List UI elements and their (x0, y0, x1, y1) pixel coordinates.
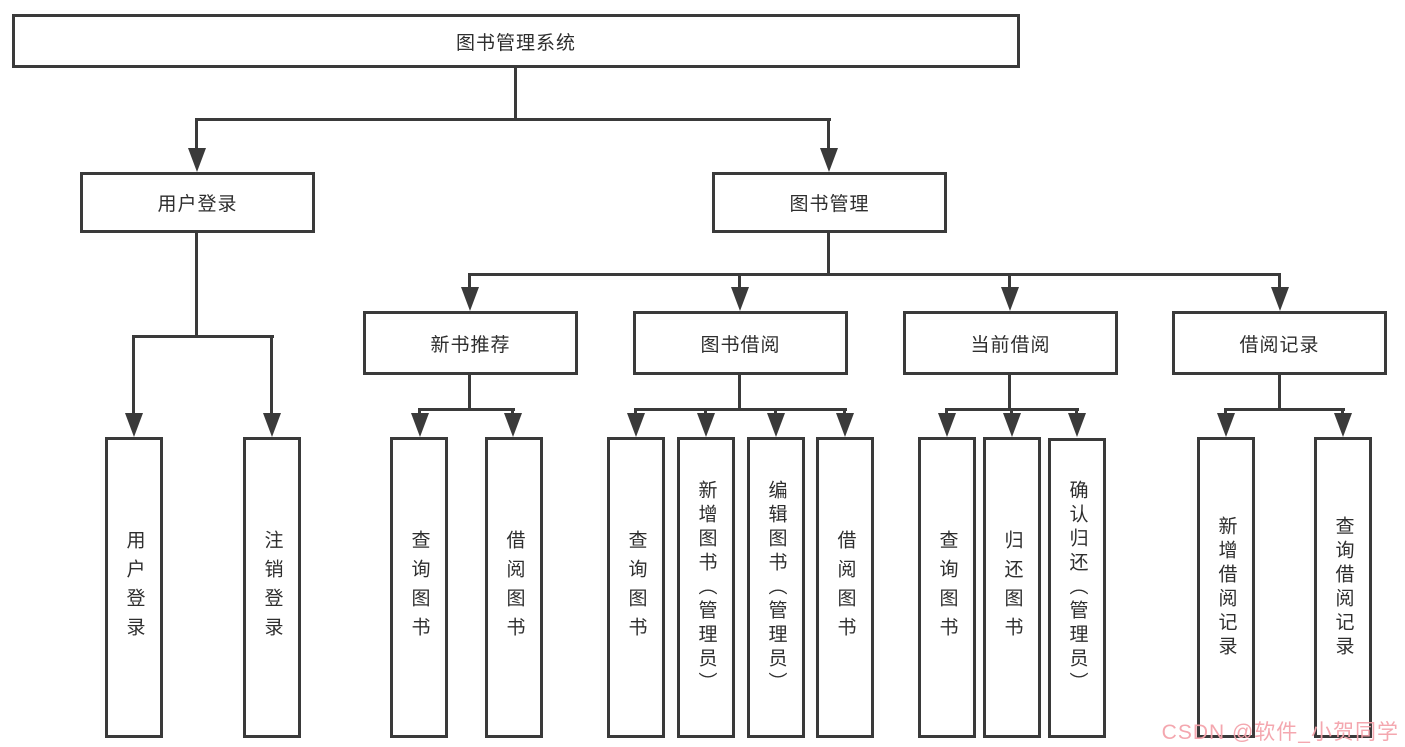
node-label: 图书管理系统 (455, 32, 576, 54)
node-query-books-recommend: 查询图书 (390, 437, 448, 738)
connector-line (1010, 408, 1013, 417)
connector-line (704, 408, 707, 417)
csdn-watermark: CSDN @软件_小贺同学 (1161, 721, 1399, 744)
connector-line (843, 408, 846, 417)
node-label: 图书借阅 (700, 334, 781, 356)
connector-line (418, 408, 515, 411)
arrow-down-icon (767, 413, 785, 437)
connector-line (738, 375, 741, 408)
node-user-login-leaf: 用户登录 (105, 437, 163, 738)
connector-line (468, 273, 1281, 276)
arrow-down-icon (1334, 413, 1352, 437)
arrow-down-icon (697, 413, 715, 437)
node-current-borrowing: 当前借阅 (903, 311, 1118, 375)
node-label: 图书管理 (789, 194, 870, 215)
connector-line (634, 408, 847, 411)
connector-line (418, 408, 421, 417)
node-label: 查询图书 (408, 529, 430, 646)
node-label: 注销登录 (261, 529, 283, 646)
connector-line (195, 118, 198, 152)
node-label: 确认归还（管理员） (1066, 480, 1088, 696)
node-add-borrow-record: 新增借阅记录 (1197, 437, 1255, 738)
connector-line (1008, 375, 1011, 408)
arrow-down-icon (504, 413, 522, 437)
connector-line (270, 335, 273, 417)
arrow-down-icon (731, 287, 749, 311)
node-label: 用户登录 (157, 194, 238, 215)
connector-line (1008, 273, 1011, 292)
node-add-book-admin: 新增图书（管理员） (677, 437, 735, 738)
node-borrow-books-leaf: 借阅图书 (816, 437, 874, 738)
node-label: 编辑图书（管理员） (765, 479, 787, 696)
arrow-down-icon (627, 413, 645, 437)
node-borrowing-records: 借阅记录 (1172, 311, 1387, 375)
node-label: 借阅图书 (503, 529, 525, 646)
node-book-borrowing: 图书借阅 (633, 311, 848, 375)
node-book-management: 图书管理 (712, 172, 947, 233)
node-label: 查询借阅记录 (1332, 515, 1354, 660)
arrow-down-icon (1217, 413, 1235, 437)
connector-line (132, 335, 135, 417)
node-label: 新书推荐 (430, 334, 511, 356)
connector-line (1278, 273, 1281, 292)
node-label: 用户登录 (123, 529, 145, 646)
connector-line (132, 335, 274, 338)
node-user-login: 用户登录 (80, 172, 315, 233)
node-confirm-return-admin: 确认归还（管理员） (1048, 438, 1106, 738)
arrow-down-icon (820, 148, 838, 172)
node-label: 查询图书 (936, 529, 958, 646)
arrow-down-icon (263, 413, 281, 437)
node-query-books-borrow: 查询图书 (607, 437, 665, 738)
arrow-down-icon (125, 413, 143, 437)
node-edit-book-admin: 编辑图书（管理员） (747, 437, 805, 738)
node-label: 当前借阅 (970, 334, 1051, 356)
node-label: 借阅记录 (1239, 334, 1320, 356)
node-label: 查询图书 (625, 529, 647, 646)
node-label: 借阅图书 (834, 529, 856, 646)
connector-line (468, 273, 471, 292)
connector-line (945, 408, 948, 417)
connector-line (195, 118, 831, 121)
connector-line (468, 375, 471, 408)
arrow-down-icon (1068, 413, 1086, 437)
node-borrow-books-recommend: 借阅图书 (485, 437, 543, 738)
arrow-down-icon (1003, 413, 1021, 437)
node-library-management-system: 图书管理系统 (12, 14, 1020, 68)
node-label: 归还图书 (1001, 529, 1023, 646)
arrow-down-icon (461, 287, 479, 311)
connector-line (1341, 408, 1344, 417)
node-label: 新增借阅记录 (1215, 515, 1237, 660)
connector-line (195, 233, 198, 335)
node-query-books-current: 查询图书 (918, 437, 976, 738)
arrow-down-icon (836, 413, 854, 437)
connector-line (738, 273, 741, 292)
arrow-down-icon (1001, 287, 1019, 311)
connector-line (827, 118, 830, 152)
arrow-down-icon (188, 148, 206, 172)
node-logout: 注销登录 (243, 437, 301, 738)
node-query-borrow-record: 查询借阅记录 (1314, 437, 1372, 738)
connector-line (1224, 408, 1345, 411)
connector-line (634, 408, 637, 417)
connector-line (511, 408, 514, 417)
arrow-down-icon (938, 413, 956, 437)
arrow-down-icon (411, 413, 429, 437)
node-return-book: 归还图书 (983, 437, 1041, 738)
node-label: 新增图书（管理员） (695, 479, 717, 696)
arrow-down-icon (1271, 287, 1289, 311)
node-new-book-recommend: 新书推荐 (363, 311, 578, 375)
connector-line (774, 408, 777, 417)
connector-line (827, 233, 830, 273)
connector-line (514, 68, 517, 118)
connector-line (1075, 408, 1078, 417)
connector-line (1278, 375, 1281, 408)
connector-line (1224, 408, 1227, 417)
